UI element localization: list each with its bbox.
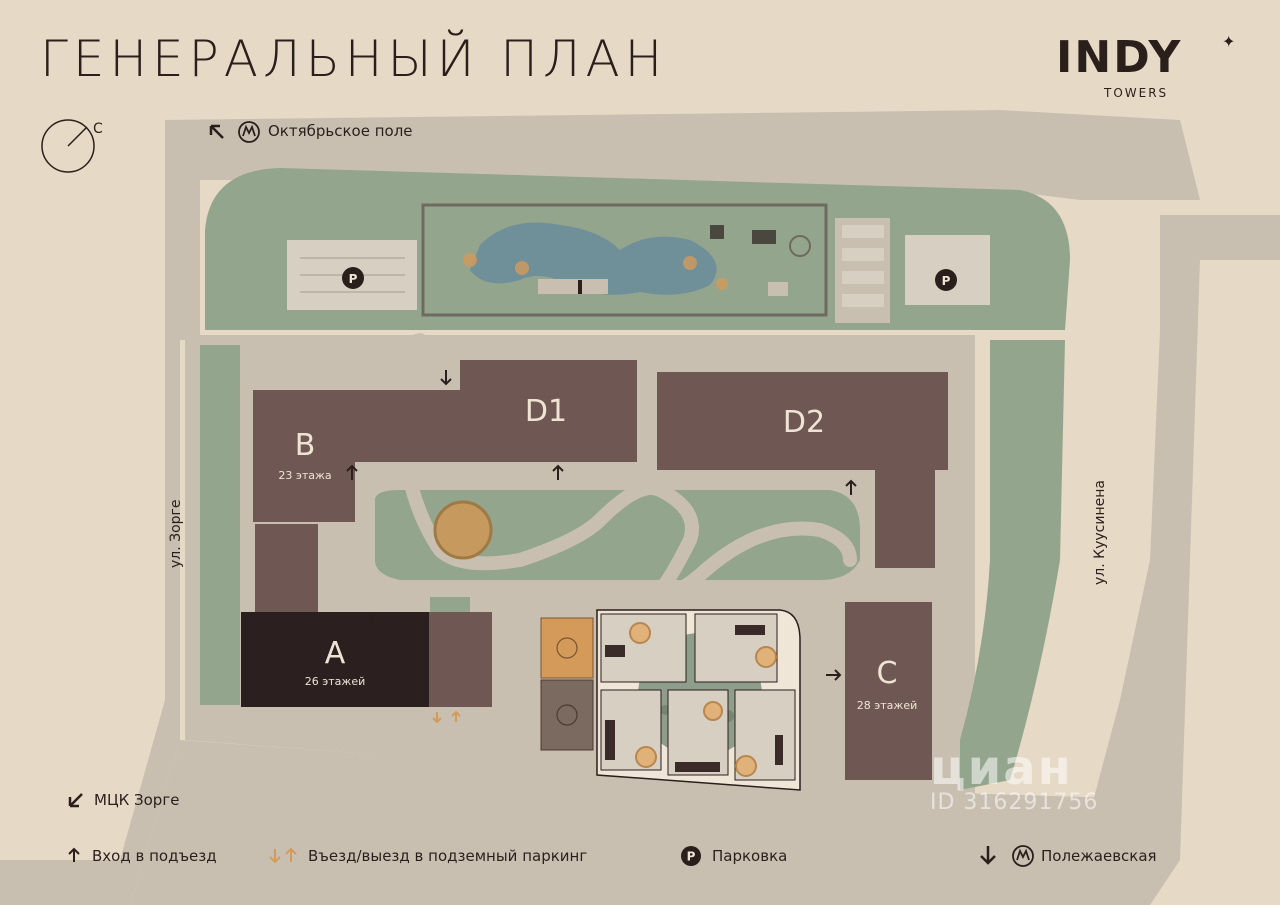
buildings [241, 360, 948, 780]
parking-marker-east: P [935, 269, 957, 291]
road-top [165, 110, 1200, 200]
kiosk-3 [768, 282, 788, 296]
park-north-features [421, 203, 828, 317]
legend-parking-entry: Въезд/выезд в подземный паркинг [308, 847, 588, 865]
park-east [960, 340, 1065, 790]
entrance-arrows [346, 370, 857, 681]
building-c-floors: 28 этажей [857, 699, 918, 712]
parking-marker-west: P [342, 267, 364, 289]
compass-icon: С [41, 119, 103, 173]
building-b-wing [255, 524, 318, 619]
building-a-floors: 26 этажей [305, 675, 366, 688]
parking-entry-arrows [432, 710, 461, 724]
pier [538, 279, 608, 294]
legend-parking: Парковка [712, 847, 788, 865]
fountain-circle [433, 500, 493, 560]
sandpit-4 [716, 278, 728, 290]
road-bottom [130, 740, 1180, 905]
building-labels: B 23 этажа D1 D2 A 26 этажей C 28 этажей [278, 394, 917, 712]
brand-sub: TOWERS [1104, 86, 1169, 100]
svg-text:С: С [93, 121, 103, 137]
street-zorge: ул. Зорге [168, 499, 184, 568]
building-b [253, 390, 378, 522]
road-outer-left [0, 120, 330, 905]
arrow-down-left-icon [68, 793, 83, 808]
sparkle-icon: ✦ [1222, 32, 1236, 51]
mck-zorge: МЦК Зорге [94, 791, 180, 809]
sandpit-3 [683, 256, 697, 270]
building-a-label: A [325, 636, 346, 671]
parking-lots [287, 218, 990, 323]
sandpit-2 [515, 261, 529, 275]
watermark-name: циан [930, 740, 1073, 796]
watermark-id: ID 316291756 [930, 790, 1099, 815]
metro-icon-2 [1012, 845, 1034, 867]
courtyard-south [540, 609, 801, 791]
building-a [241, 612, 429, 707]
legend-entrance: Вход в подъезд [92, 847, 217, 865]
svg-text:P: P [349, 272, 358, 286]
building-d1-label: D1 [525, 394, 567, 429]
arrow-up-icon [68, 847, 80, 862]
paths [353, 333, 877, 722]
svg-text:P: P [687, 850, 696, 864]
pond-dot [789, 235, 811, 257]
parking-entry-arrows-icon [269, 847, 297, 864]
arrow-down-icon [980, 846, 996, 865]
street-kuusinena: ул. Куусинена [1092, 480, 1108, 585]
metro-oktyabrskoe-pole: Октябрьское поле [268, 122, 413, 140]
building-c-label: C [877, 656, 898, 691]
arrow-up-left-icon [209, 124, 224, 139]
metro-polezhaevskaya: Полежаевская [1041, 847, 1157, 865]
page-title: ГЕНЕРАЛЬНЫЙ ПЛАН [40, 30, 668, 88]
svg-text:P: P [942, 274, 951, 288]
basketball-court-a [540, 617, 594, 679]
building-d2-label: D2 [783, 405, 825, 440]
kiosk-1 [710, 225, 724, 239]
building-b-floors: 23 этажа [278, 469, 331, 482]
park-frame [421, 203, 828, 317]
building-b-label: B [295, 428, 316, 463]
pier-mark [578, 280, 582, 294]
building-d2 [657, 372, 948, 568]
building-a-annex [429, 612, 492, 707]
basketball-court-b [540, 679, 594, 751]
brand-name: INDY [1056, 32, 1183, 83]
strip-west [200, 345, 240, 705]
metro-icon [238, 121, 260, 143]
pond [470, 222, 717, 295]
building-d1 [378, 360, 637, 462]
sandpit-1 [463, 253, 477, 267]
building-c [845, 602, 932, 780]
kiosk-2 [752, 230, 776, 244]
parking-icon: P [681, 846, 701, 866]
brand-logo: INDY ✦ TOWERS [1056, 32, 1246, 104]
watermark: циан ID 316291756 [930, 740, 1098, 815]
road-right [1050, 215, 1280, 905]
